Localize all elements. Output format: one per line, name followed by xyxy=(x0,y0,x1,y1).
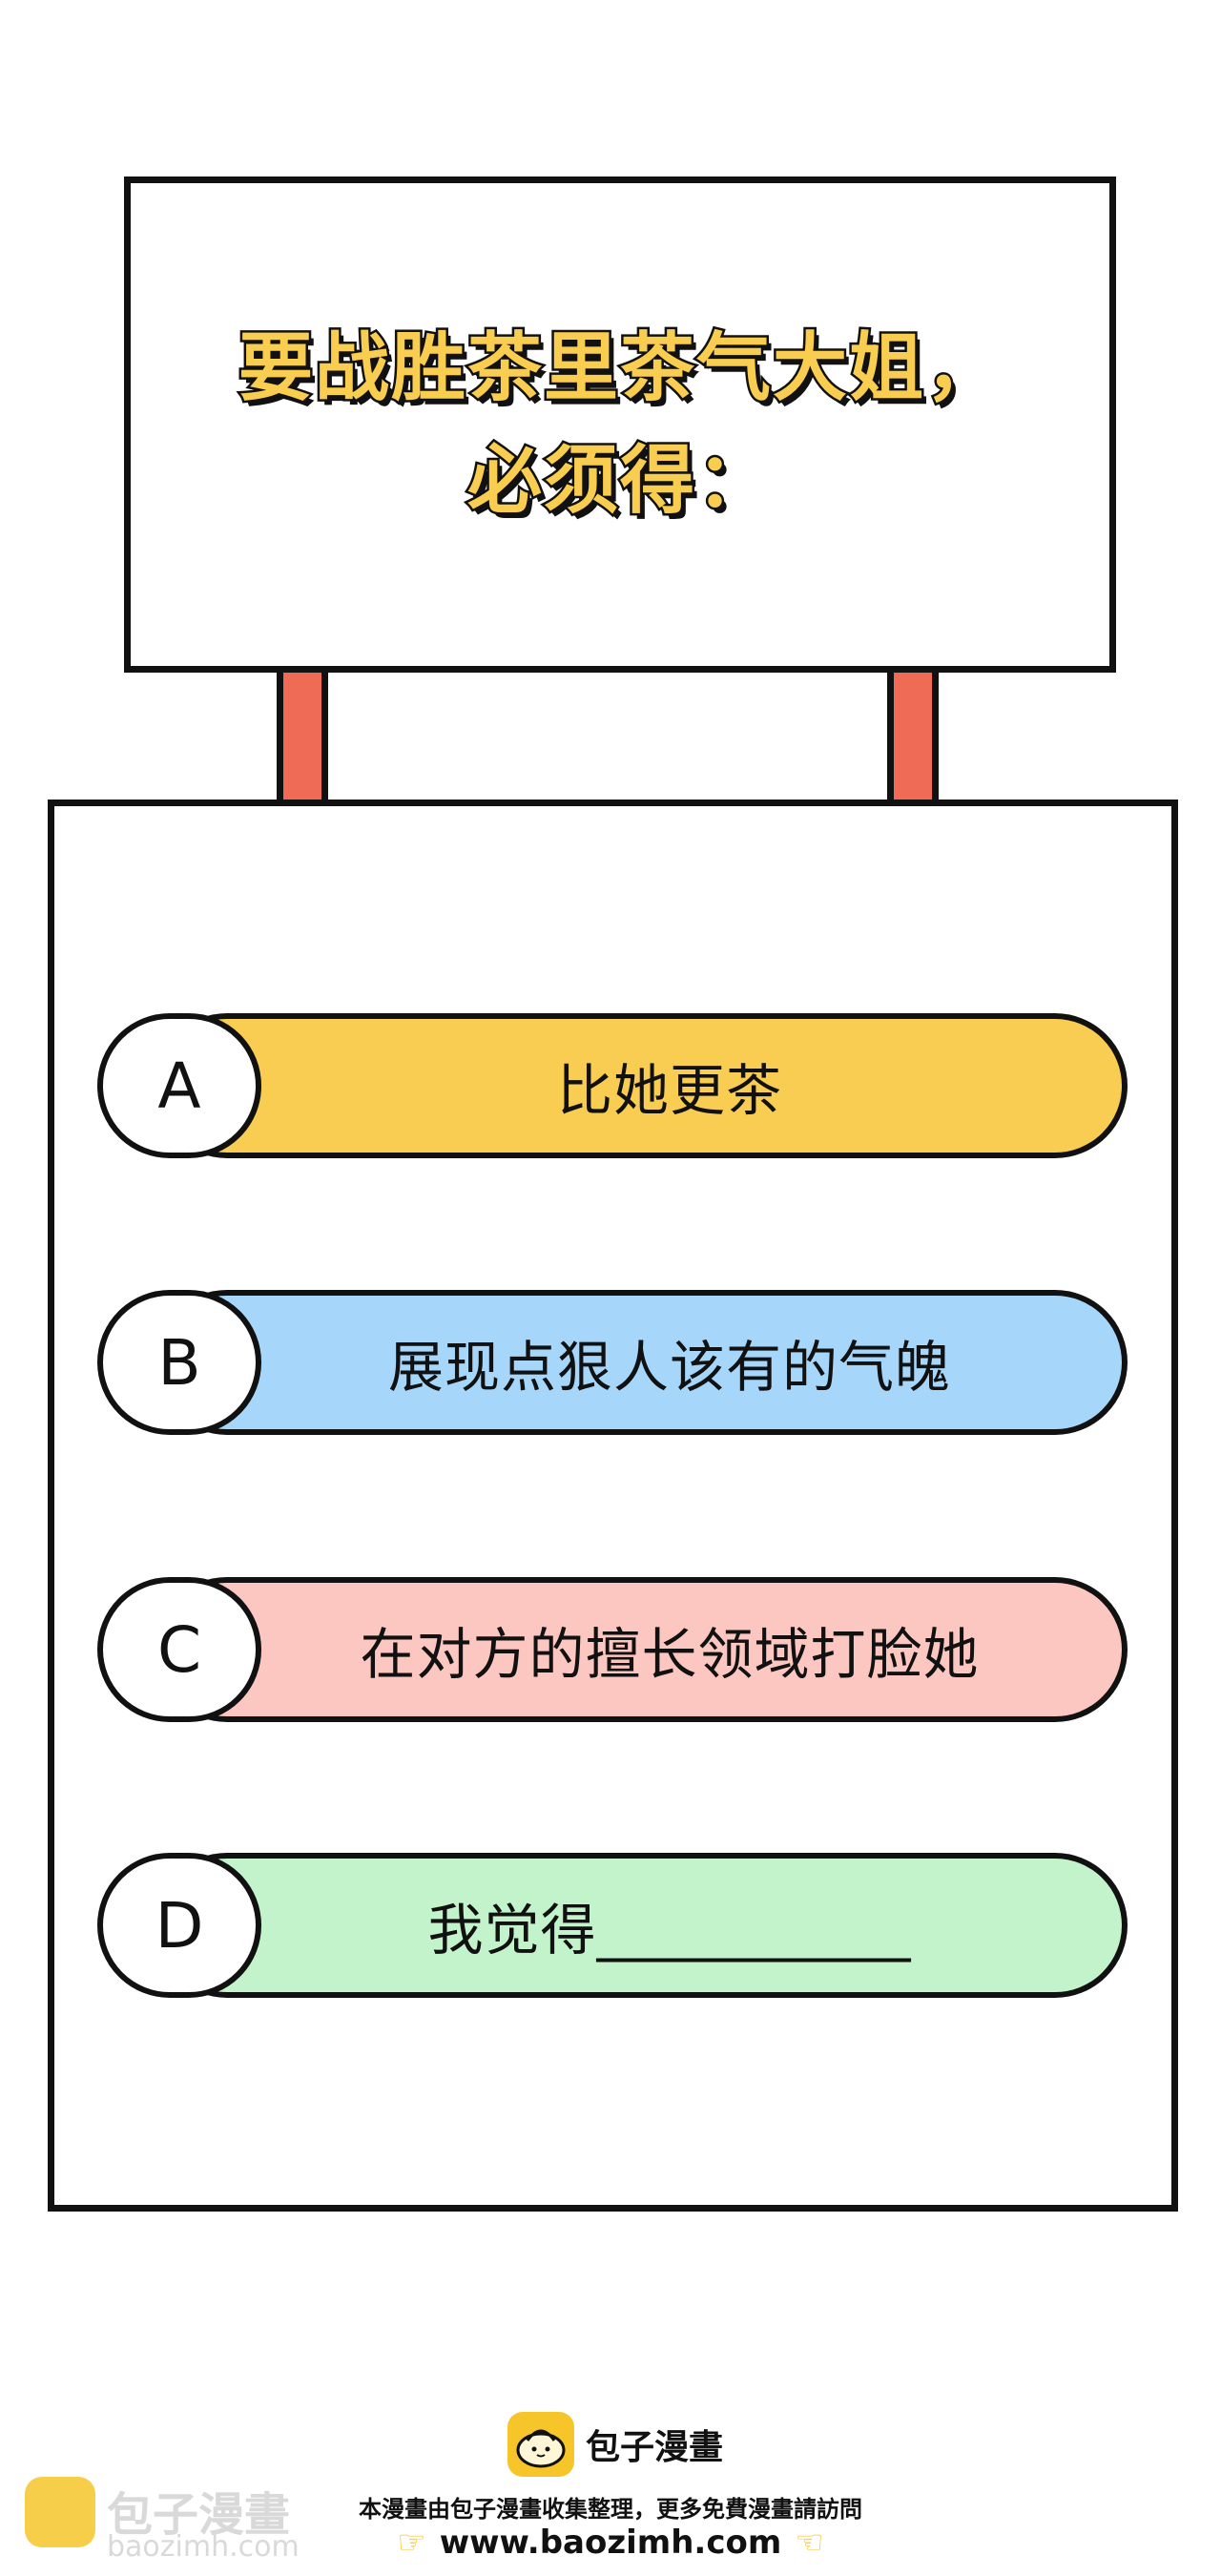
option-b-pill[interactable]: 展现点狠人该有的气魄 xyxy=(155,1290,1128,1435)
option-d-letter: D xyxy=(97,1853,261,1998)
option-b-text: 展现点狠人该有的气魄 xyxy=(387,1335,951,1400)
option-a-text: 比她更茶 xyxy=(556,1058,782,1123)
option-d-text: 我觉得___________ xyxy=(427,1898,912,1963)
sign-post-right xyxy=(887,673,939,801)
option-b-letter: B xyxy=(97,1290,261,1435)
footer-url-link[interactable]: www.baozimh.com xyxy=(439,2524,782,2562)
footer-description: 本漫畫由包子漫畫收集整理，更多免費漫畫請訪問 xyxy=(359,2496,862,2523)
option-d[interactable]: 我觉得___________ D xyxy=(97,1853,1128,1998)
option-a[interactable]: 比她更茶 A xyxy=(97,1013,1128,1158)
option-b[interactable]: 展现点狠人该有的气魄 B xyxy=(97,1290,1128,1435)
options-board xyxy=(48,800,1178,2212)
question-line-1: 要战胜茶里茶气大姐， xyxy=(236,323,1002,414)
question-line-2: 必须得： xyxy=(465,436,773,527)
watermark-logo-icon xyxy=(25,2477,95,2547)
footer-brand: 包子漫畫 xyxy=(586,2428,724,2467)
option-c-text: 在对方的擅长领域打脸她 xyxy=(360,1622,980,1687)
pointing-left-icon: ☜ xyxy=(795,2524,824,2562)
option-c-pill[interactable]: 在对方的擅长领域打脸她 xyxy=(155,1577,1128,1722)
question-sign: 要战胜茶里茶气大姐， 必须得： xyxy=(124,177,1116,673)
footer-url-row: ☞ www.baozimh.com ☜ xyxy=(0,2524,1221,2562)
option-a-pill[interactable]: 比她更茶 xyxy=(155,1013,1128,1158)
baozi-logo-icon xyxy=(507,2412,574,2477)
watermark-brand: 包子漫畫 xyxy=(107,2488,291,2542)
sign-post-left xyxy=(277,673,328,801)
option-c[interactable]: 在对方的擅长领域打脸她 C xyxy=(97,1577,1128,1722)
option-d-pill[interactable]: 我觉得___________ xyxy=(155,1853,1128,1998)
option-c-letter: C xyxy=(97,1577,261,1722)
watermark-url: baozimh.com xyxy=(107,2530,300,2564)
pointing-right-icon: ☞ xyxy=(397,2524,426,2562)
option-a-letter: A xyxy=(97,1013,261,1158)
